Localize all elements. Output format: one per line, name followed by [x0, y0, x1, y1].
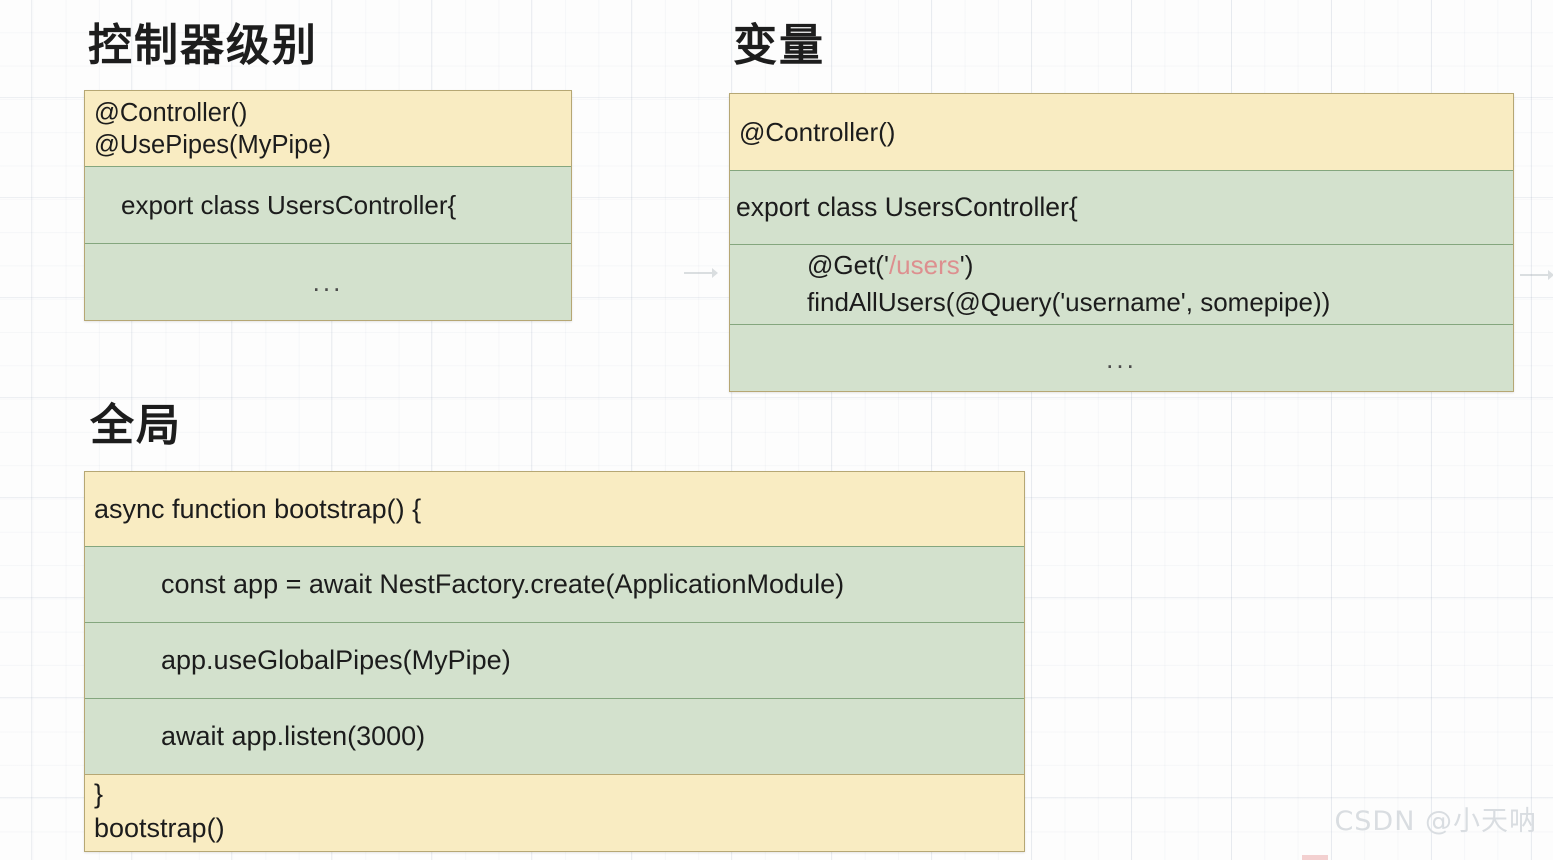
bootstrap-call: bootstrap()	[94, 813, 225, 843]
controller-decorator-row: @Controller() @UsePipes(MyPipe)	[85, 91, 571, 166]
method-signature: findAllUsers(@Query('username', somepipe…	[807, 286, 1331, 317]
get-decorator-suffix: ')	[959, 249, 974, 280]
decorator-controller: @Controller()	[94, 99, 248, 127]
section-title-global: 全局	[90, 400, 182, 451]
global-body-row-2: app.useGlobalPipes(MyPipe)	[85, 622, 1024, 698]
nestfactory-create-line: const app = await NestFactory.create(App…	[161, 569, 845, 599]
connector-arrow-left-icon	[684, 266, 718, 280]
code-box-controller-level: @Controller() @UsePipes(MyPipe) export c…	[84, 90, 572, 321]
global-body-row-1: const app = await NestFactory.create(App…	[85, 546, 1024, 622]
section-title-controller-level: 控制器级别	[88, 20, 318, 71]
code-box-global: async function bootstrap() { const app =…	[84, 471, 1025, 852]
controller-class-row: export class UsersController{	[85, 166, 571, 243]
global-body-row-3: await app.listen(3000)	[85, 698, 1024, 774]
use-global-pipes-line: app.useGlobalPipes(MyPipe)	[161, 645, 511, 675]
pink-edge-mark	[1302, 855, 1328, 860]
controller-body-ellipsis-row: ...	[85, 243, 571, 320]
global-function-footer-row: } bootstrap()	[85, 774, 1024, 851]
variable-class-row: export class UsersController{	[730, 170, 1513, 244]
csdn-watermark: CSDN @小天呐	[1334, 806, 1537, 837]
get-decorator-line: @Get('/users')	[807, 247, 1513, 284]
route-path-token: /users	[888, 249, 960, 280]
variable-body-ellipsis-row: ...	[730, 324, 1513, 391]
section-title-variable: 变量	[733, 20, 825, 71]
global-function-header-row: async function bootstrap() {	[85, 472, 1024, 546]
get-decorator-prefix: @Get('	[807, 249, 889, 280]
ellipsis-text: ...	[312, 266, 344, 297]
app-listen-line: await app.listen(3000)	[161, 721, 426, 751]
variable-method-row: @Get('/users') findAllUsers(@Query('user…	[730, 244, 1513, 324]
closing-brace: }	[94, 779, 104, 809]
code-box-variable: @Controller() export class UsersControll…	[729, 93, 1514, 392]
bootstrap-function-declaration: async function bootstrap() {	[94, 493, 422, 524]
ellipsis-text: ...	[1106, 343, 1137, 374]
decorator-controller: @Controller()	[739, 116, 896, 147]
class-declaration: export class UsersController{	[736, 192, 1078, 222]
class-declaration: export class UsersController{	[121, 189, 457, 220]
connector-arrow-right-icon	[1520, 268, 1553, 282]
decorator-usepipes: @UsePipes(MyPipe)	[94, 131, 332, 159]
variable-decorator-row: @Controller()	[730, 94, 1513, 170]
